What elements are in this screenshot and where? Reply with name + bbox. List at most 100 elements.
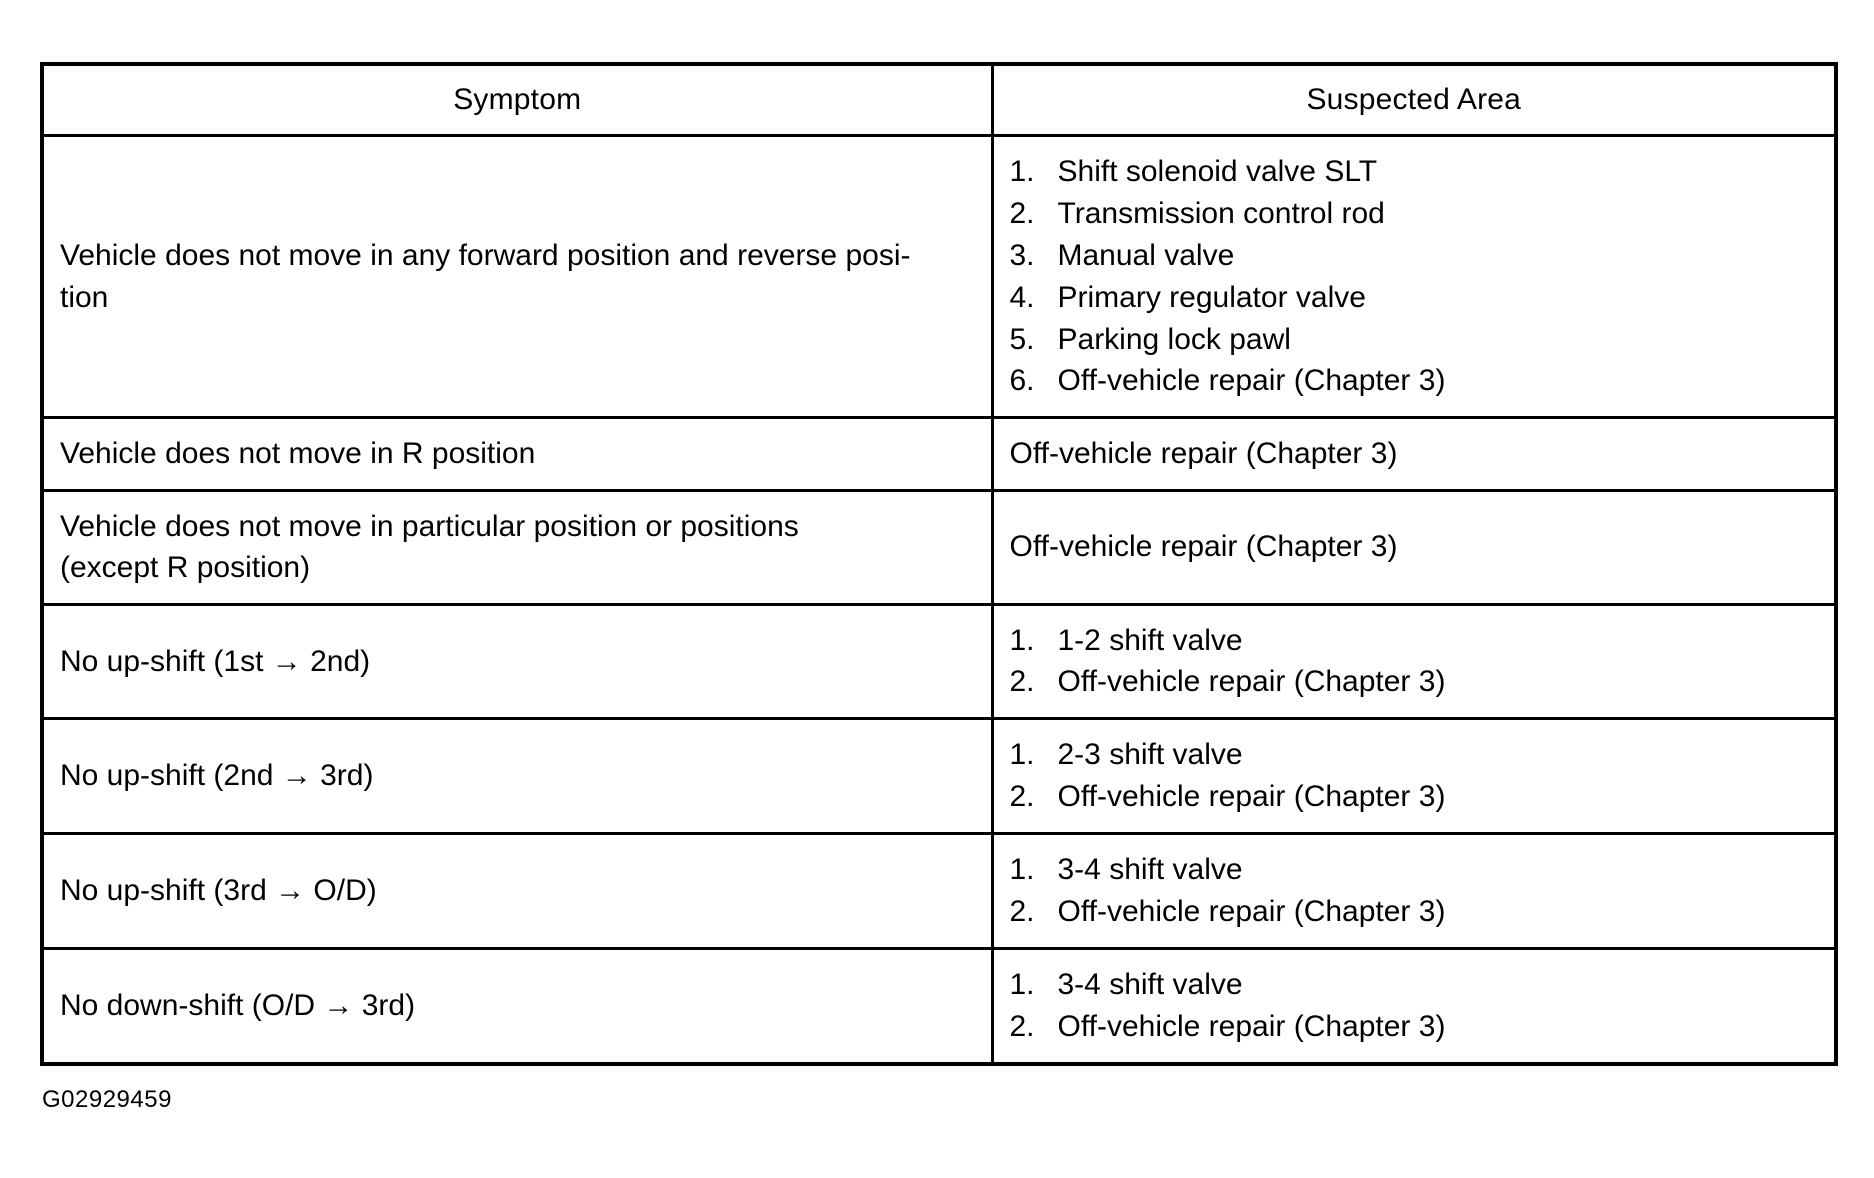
symptom-line: Vehicle does not move in particular posi… — [60, 509, 799, 543]
suspected-area-content: 1. 3-4 shift valve 2. Off-vehicle repair (C… — [994, 950, 1835, 1062]
diagnostic-table: Symptom Suspected Area Vehicle does not … — [40, 62, 1838, 1066]
list-item-label: 3-4 shift valve — [1057, 853, 1243, 887]
column-header-symptom: Symptom — [40, 62, 994, 137]
symptom-line: No down-shift (O/D → 3rd) — [60, 989, 416, 1023]
suspected-area-cell: 1. Shift solenoid valve SLT 2. Transmission… — [990, 133, 1838, 420]
list-item-number: 2. — [1009, 780, 1035, 814]
list-item-number: 1. — [1009, 738, 1035, 772]
table-row: Vehicle does not move in particular posi… — [40, 488, 1838, 606]
list-item: 1. 1-2 shift valve — [1010, 620, 1819, 662]
symptom-text: No up-shift (3rd → O/D) — [44, 856, 991, 925]
list-item-label: Shift solenoid valve SLT — [1057, 155, 1378, 188]
symptom-line: No up-shift (2nd → 3rd) — [60, 759, 374, 793]
table-row: No up-shift (1st → 2nd) 1. 1-2 shift valve… — [40, 602, 1838, 721]
list-item-label: Off-vehicle repair (Chapter 3) — [1057, 665, 1446, 699]
symptom-line: No up-shift (3rd → O/D) — [60, 874, 377, 908]
table-row: Vehicle does not move in R position Off-v… — [40, 416, 1838, 492]
suspected-area-content: Off-vehicle repair (Chapter 3) — [994, 513, 1835, 582]
table-header: Symptom Suspected Area — [40, 62, 1838, 137]
symptom-text: No up-shift (2nd → 3rd) — [44, 741, 991, 810]
list-item-number: 2. — [1009, 1009, 1035, 1043]
column-header-suspected-area: Suspected Area — [990, 62, 1838, 137]
list-item-number: 1. — [1009, 967, 1035, 1001]
figure-code: G02929459 — [42, 1085, 172, 1113]
table-row: No down-shift (O/D → 3rd) 1. 3-4 shift val… — [40, 946, 1838, 1066]
list-item-label: Off-vehicle repair (Chapter 3) — [1057, 894, 1446, 928]
list-item: 1. 2-3 shift valve — [1010, 734, 1819, 776]
list-item-label: Parking lock pawl — [1057, 322, 1291, 356]
symptom-cell: No down-shift (O/D → 3rd) — [40, 946, 994, 1066]
suspected-area-content: 1. 2-3 shift valve 2. Off-vehicle repair (C… — [994, 720, 1835, 832]
suspected-area-cell: Off-vehicle repair (Chapter 3) — [990, 416, 1838, 492]
list-item: 2. Off-vehicle repair (Chapter 3) — [1010, 661, 1819, 703]
list-item-number: 1. — [1009, 623, 1035, 657]
symptom-text: Vehicle does not move in R position — [44, 419, 991, 488]
list-item-number: 6. — [1009, 364, 1035, 398]
symptom-line: (except R position) — [60, 551, 311, 585]
list-item: 3. Manual valve — [1010, 235, 1819, 277]
symptom-text: No up-shift (1st → 2nd) — [44, 627, 991, 696]
symptom-text: No down-shift (O/D → 3rd) — [44, 971, 991, 1040]
list-item: 2. Off-vehicle repair (Chapter 3) — [1010, 1006, 1819, 1048]
list-item-label: 1-2 shift valve — [1057, 623, 1243, 657]
suspected-area-content: 1. 3-4 shift valve 2. Off-vehicle repair (C… — [994, 835, 1835, 947]
list-item-label: Primary regulator valve — [1057, 280, 1366, 314]
suspected-area-cell: Off-vehicle repair (Chapter 3) — [990, 488, 1838, 606]
symptom-cell: Vehicle does not move in particular posi… — [40, 488, 994, 606]
symptom-line: Vehicle does not move in any forward pos… — [60, 239, 911, 273]
list-item-number: 2. — [1009, 894, 1035, 928]
symptom-cell: No up-shift (3rd → O/D) — [40, 832, 994, 950]
list-item-number: 1. — [1009, 853, 1035, 887]
suspected-area-list: 1. 2-3 shift valve 2. Off-vehicle repair (C… — [1010, 734, 1819, 818]
suspected-area-cell: 1. 2-3 shift valve 2. Off-vehicle repair (C… — [990, 717, 1838, 836]
symptom-cell: Vehicle does not move in any forward pos… — [40, 133, 994, 420]
suspected-area-text: Off-vehicle repair (Chapter 3) — [1009, 436, 1398, 470]
list-item: 1. 3-4 shift valve — [1010, 964, 1819, 1006]
list-item-label: Off-vehicle repair (Chapter 3) — [1057, 1009, 1446, 1043]
symptom-text: Vehicle does not move in particular posi… — [44, 492, 991, 603]
table-header-row: Symptom Suspected Area — [40, 62, 1838, 137]
list-item: 1. 3-4 shift valve — [1010, 849, 1819, 891]
list-item-number: 5. — [1009, 322, 1035, 356]
list-item: 2. Off-vehicle repair (Chapter 3) — [1010, 891, 1819, 933]
symptom-cell: Vehicle does not move in R position — [40, 416, 994, 492]
list-item: 1. Shift solenoid valve SLT — [1010, 151, 1819, 193]
list-item-number: 3. — [1009, 238, 1035, 272]
suspected-area-cell: 1. 1-2 shift valve 2. Off-vehicle repair (C… — [990, 602, 1838, 721]
suspected-area-list: 1. 3-4 shift valve 2. Off-vehicle repair (C… — [1010, 849, 1819, 933]
suspected-area-text: Off-vehicle repair (Chapter 3) — [1009, 529, 1398, 563]
list-item-number: 4. — [1009, 280, 1035, 314]
suspected-area-list: 1. 3-4 shift valve 2. Off-vehicle repair (C… — [1010, 964, 1819, 1048]
symptom-line: No up-shift (1st → 2nd) — [60, 644, 371, 678]
table-body: Vehicle does not move in any forward pos… — [40, 133, 1838, 1066]
list-item-label: Transmission control rod — [1057, 196, 1385, 230]
suspected-area-content: 1. Shift solenoid valve SLT 2. Transmission… — [994, 137, 1835, 416]
list-item: 6. Off-vehicle repair (Chapter 3) — [1010, 360, 1819, 402]
symptom-cell: No up-shift (1st → 2nd) — [40, 602, 994, 721]
symptom-line: Vehicle does not move in R position — [60, 437, 536, 471]
list-item-number: 1. — [1009, 155, 1035, 188]
symptom-line: tion — [60, 280, 109, 314]
suspected-area-content: Off-vehicle repair (Chapter 3) — [994, 420, 1835, 489]
symptom-cell: No up-shift (2nd → 3rd) — [40, 717, 994, 836]
suspected-area-cell: 1. 3-4 shift valve 2. Off-vehicle repair (C… — [990, 832, 1838, 950]
suspected-area-content: 1. 1-2 shift valve 2. Off-vehicle repair (C… — [994, 606, 1835, 718]
list-item-label: Manual valve — [1057, 238, 1235, 272]
suspected-area-list: 1. Shift solenoid valve SLT 2. Transmission… — [1010, 151, 1819, 402]
list-item-number: 2. — [1009, 665, 1035, 699]
table-row: No up-shift (3rd → O/D) 1. 3-4 shift valve… — [40, 832, 1838, 950]
list-item: 4. Primary regulator valve — [1010, 277, 1819, 319]
list-item-label: Off-vehicle repair (Chapter 3) — [1057, 780, 1446, 814]
suspected-area-list: 1. 1-2 shift valve 2. Off-vehicle repair (C… — [1010, 620, 1819, 704]
list-item-label: 3-4 shift valve — [1057, 967, 1243, 1001]
list-item-label: Off-vehicle repair (Chapter 3) — [1057, 364, 1446, 398]
list-item: 5. Parking lock pawl — [1010, 319, 1819, 361]
list-item: 2. Transmission control rod — [1010, 193, 1819, 235]
list-item-number: 2. — [1009, 196, 1035, 230]
symptom-text: Vehicle does not move in any forward pos… — [44, 235, 991, 318]
list-item-label: 2-3 shift valve — [1057, 738, 1243, 772]
list-item: 2. Off-vehicle repair (Chapter 3) — [1010, 776, 1819, 818]
suspected-area-cell: 1. 3-4 shift valve 2. Off-vehicle repair (C… — [990, 946, 1838, 1066]
table-row: No up-shift (2nd → 3rd) 1. 2-3 shift valve… — [40, 717, 1838, 836]
